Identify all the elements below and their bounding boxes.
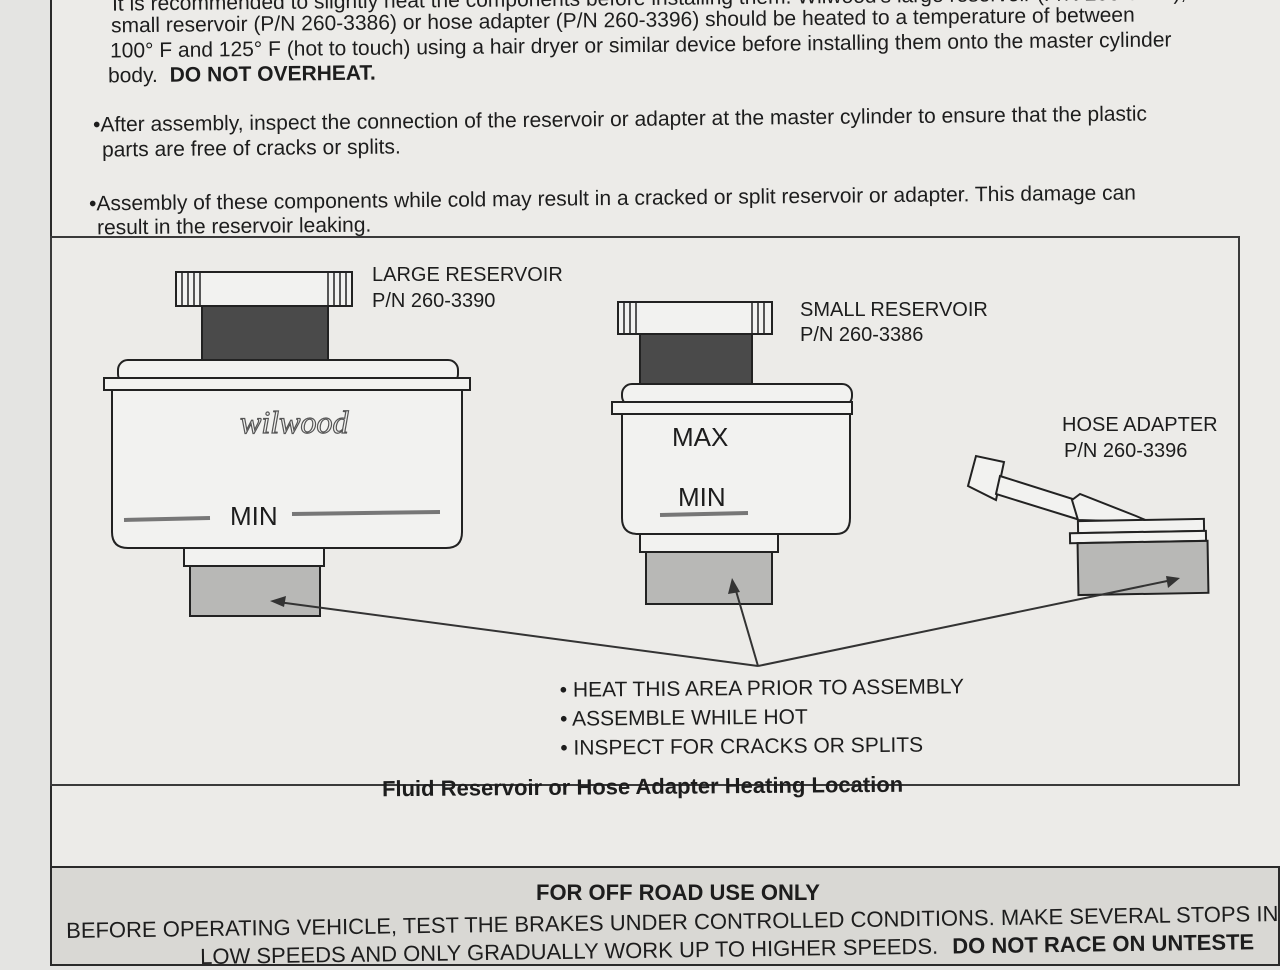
small-min-label: MIN [678, 482, 726, 512]
hose-adapter-pn: P/N 260-3396 [1064, 440, 1188, 462]
do-not-race: DO NOT RACE ON UNTESTE [952, 929, 1255, 959]
heat-area-arrows [277, 579, 1173, 667]
warning-title: FOR OFF ROAD USE ONLY [536, 880, 820, 905]
large-reservoir-drawing [103, 271, 471, 617]
small-reservoir-pn: P/N 260-3386 [800, 324, 924, 346]
small-max-label: MAX [672, 422, 729, 452]
figure-caption: Fluid Reservoir or Hose Adapter Heating … [381, 771, 904, 802]
note-heat-area: • HEAT THIS AREA PRIOR TO ASSEMBLY [559, 675, 965, 702]
note-inspect-cracks: • INSPECT FOR CRACKS OR SPLITS [560, 733, 924, 760]
wilwood-logo: wilwood [239, 403, 349, 440]
large-min-label: MIN [230, 501, 278, 531]
hose-adapter-drawing [966, 454, 1210, 597]
figure-box [50, 236, 1240, 786]
arrow-heads [270, 576, 1180, 607]
heating-notes: • HEAT THIS AREA PRIOR TO ASSEMBLY • ASS… [560, 672, 965, 763]
hose-adapter-label: HOSE ADAPTER [1062, 414, 1218, 436]
note-assemble-hot: • ASSEMBLE WHILE HOT [559, 705, 808, 731]
small-reservoir-drawing [611, 301, 853, 605]
small-reservoir-label: SMALL RESERVOIR [800, 299, 988, 321]
large-reservoir-label: LARGE RESERVOIR [372, 264, 563, 286]
large-reservoir-pn: P/N 260-3390 [372, 290, 496, 312]
warning-box [50, 866, 1280, 966]
